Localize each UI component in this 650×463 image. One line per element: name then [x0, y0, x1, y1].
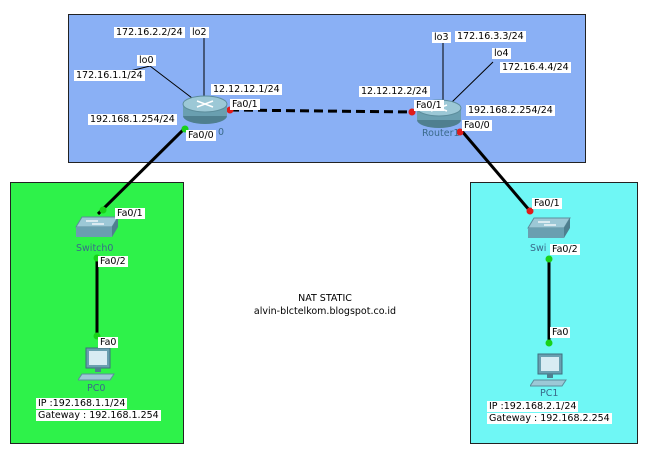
pc1-gateway-label: Gateway : 192.168.2.254 — [487, 413, 612, 424]
lo3-ip-label: 172.16.3.3/24 — [455, 31, 526, 42]
r0-wan-ip-label: 12.12.12.1/24 — [211, 84, 282, 95]
s1-fa02-label: Fa0/2 — [550, 244, 580, 255]
lo0-ip-label: 172.16.1.1/24 — [74, 70, 145, 81]
port-dot-s1-fa02 — [545, 255, 553, 263]
switch0-name: Switch0 — [76, 243, 114, 254]
lo3-label: lo3 — [432, 32, 451, 43]
r1-wan-ip-label: 12.12.12.2/24 — [359, 86, 430, 97]
s0-fa02-label: Fa0/2 — [98, 256, 128, 267]
switch-icon[interactable] — [74, 213, 120, 243]
r0-fa01-label: Fa0/1 — [230, 99, 260, 110]
router0-name: 0 — [218, 127, 225, 138]
s1-fa01-label: Fa0/1 — [532, 198, 562, 209]
port-dot-pc1-fa0 — [545, 339, 553, 347]
wan-link — [229, 108, 415, 114]
pc0-ip-label: IP :192.168.1.1/24 — [36, 398, 128, 409]
port-dot-s1-fa01 — [526, 207, 534, 215]
lo0-label: lo0 — [137, 55, 156, 66]
link-router0-switch0 — [96, 126, 187, 216]
lo4-ip-label: 172.16.4.4/24 — [500, 62, 571, 73]
lo2-ip-label: 172.16.2.2/24 — [114, 27, 185, 38]
port-dot-r1-fa00 — [456, 128, 464, 136]
port-dot-r1-fa01 — [408, 108, 416, 116]
switch-icon[interactable] — [526, 214, 572, 244]
lo2-label: lo2 — [190, 27, 209, 38]
r1-fa00-label: Fa0/0 — [462, 120, 492, 131]
s0-fa01-label: Fa0/1 — [115, 208, 145, 219]
diagram-note-title: NAT STATIC — [298, 293, 352, 304]
pc-icon[interactable] — [78, 346, 118, 382]
r1-lan-ip-label: 192.168.2.254/24 — [466, 105, 555, 116]
r0-lan-ip-label: 192.168.1.254/24 — [88, 114, 177, 125]
link-router1-switch1 — [459, 129, 532, 212]
pc0-name: PC0 — [87, 383, 106, 394]
r0-fa00-label: Fa0/0 — [186, 130, 216, 141]
switch1-name: Swi — [530, 243, 547, 254]
pc1-ip-label: IP :192.168.2.1/24 — [487, 401, 579, 412]
pc0-gateway-label: Gateway : 192.168.1.254 — [36, 410, 161, 421]
router-icon[interactable] — [180, 92, 230, 126]
lo4-leader — [451, 61, 494, 103]
pc-icon[interactable] — [530, 352, 570, 388]
diagram-note-subtitle: alvin-blctelkom.blogspot.co.id — [253, 306, 397, 317]
pc1-fa0-label: Fa0 — [550, 327, 571, 338]
pc0-fa0-label: Fa0 — [98, 337, 119, 348]
port-dot-s0-fa01 — [99, 206, 107, 214]
pc1-name: PC1 — [540, 388, 559, 399]
r1-fa01-label: Fa0/1 — [414, 100, 444, 111]
lo4-label: lo4 — [492, 48, 511, 59]
lo0-leader — [149, 65, 193, 99]
router1-name: Router1 — [422, 128, 460, 139]
